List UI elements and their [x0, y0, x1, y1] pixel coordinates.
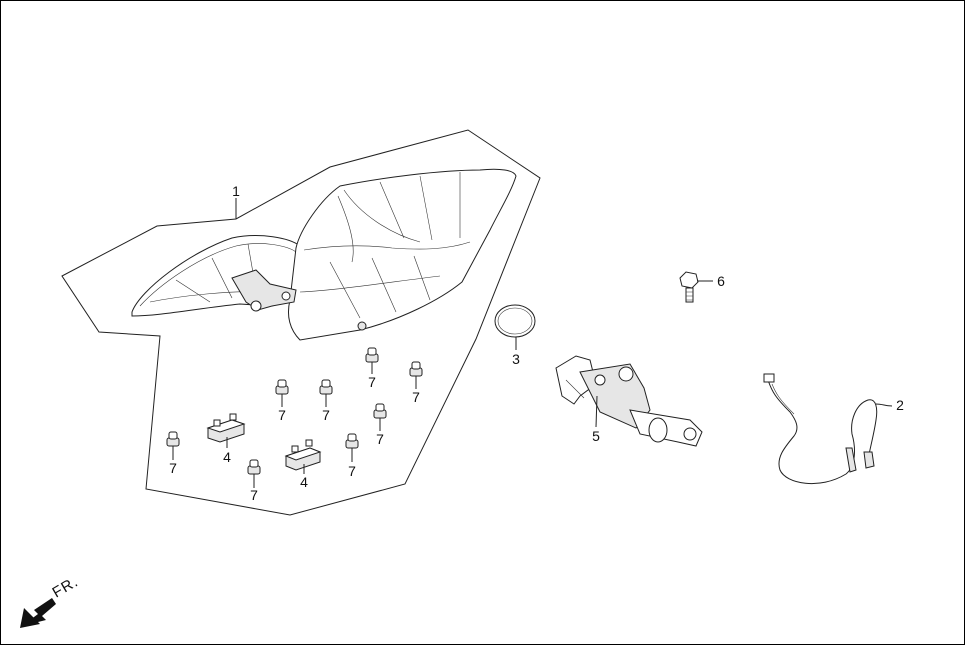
callout-5: 5: [592, 428, 600, 444]
front-direction-arrow-icon: [20, 598, 56, 628]
seat[interactable]: [131, 168, 517, 341]
callout-7g: 7: [376, 431, 384, 447]
bumper-7a[interactable]: [166, 431, 180, 447]
bumper-7d[interactable]: [319, 379, 333, 395]
bumper-7f[interactable]: [409, 361, 423, 377]
bumper-7h[interactable]: [345, 433, 359, 449]
callout-3: 3: [512, 351, 520, 367]
callout-7d: 7: [322, 407, 330, 423]
flange-bolt[interactable]: [679, 271, 699, 303]
callout-7b: 7: [250, 487, 258, 503]
o-ring[interactable]: [494, 304, 536, 338]
bumper-7c[interactable]: [275, 379, 289, 395]
seat-lock-cable[interactable]: [763, 373, 878, 485]
callout-7c: 7: [278, 407, 286, 423]
bumper-7b[interactable]: [247, 459, 261, 475]
callout-7h: 7: [348, 463, 356, 479]
callout-4a: 4: [223, 449, 231, 465]
callout-7a: 7: [169, 460, 177, 476]
callout-7e: 7: [368, 374, 376, 390]
seat-cushion-right[interactable]: [284, 439, 322, 471]
callout-7f: 7: [412, 389, 420, 405]
seat-cushion-left[interactable]: [206, 413, 246, 443]
callout-4b: 4: [300, 474, 308, 490]
callout-1: 1: [232, 183, 240, 199]
leader-lines: [172, 198, 893, 488]
bumper-7e[interactable]: [365, 347, 379, 363]
seat-lock[interactable]: [555, 355, 703, 447]
front-direction-label: FR.: [50, 573, 82, 601]
callout-2: 2: [896, 397, 904, 413]
bumper-7g[interactable]: [373, 403, 387, 419]
callout-6: 6: [717, 273, 725, 289]
